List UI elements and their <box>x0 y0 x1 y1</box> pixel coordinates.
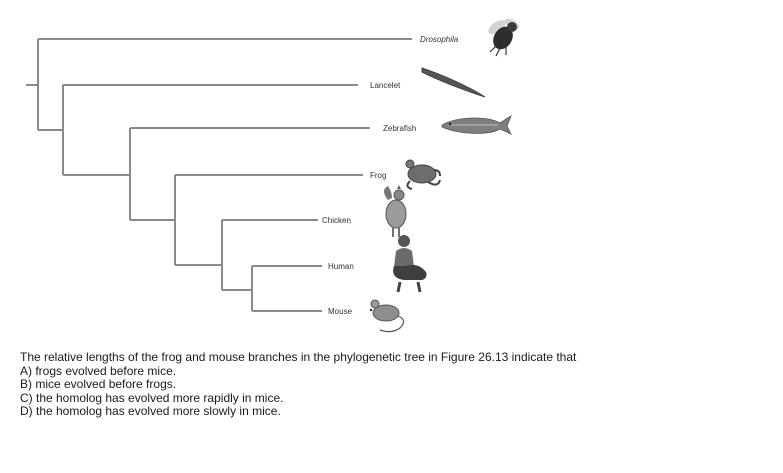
fish-icon <box>441 114 512 135</box>
question-block: The relative lengths of the frog and mou… <box>20 350 770 419</box>
chicken-icon <box>384 185 407 237</box>
fly-icon <box>488 18 520 57</box>
taxon-label-lancelet: Lancelet <box>370 81 401 90</box>
lancelet-icon <box>421 67 486 98</box>
phylogenetic-tree: Drosophila Lancelet Zebrafish Frog Chick… <box>26 18 520 333</box>
taxon-label-drosophila: Drosophila <box>420 35 459 44</box>
answer-option-d[interactable]: D) the homolog has evolved more slowly i… <box>20 404 281 418</box>
taxon-label-zebrafish: Zebrafish <box>383 124 416 133</box>
taxon-label-mouse: Mouse <box>328 307 353 316</box>
tree-branches <box>26 38 412 312</box>
question-stem: The relative lengths of the frog and mou… <box>20 350 577 364</box>
taxon-label-frog: Frog <box>370 171 386 180</box>
mouse-icon <box>369 299 405 333</box>
answer-option-a[interactable]: A) frogs evolved before mice. <box>20 363 177 378</box>
taxon-label-human: Human <box>328 262 354 271</box>
frog-icon <box>405 159 441 190</box>
answer-option-b[interactable]: B) mice evolved before frogs. <box>20 377 177 391</box>
taxon-label-chicken: Chicken <box>322 216 351 225</box>
human-icon <box>393 235 427 293</box>
answer-option-c[interactable]: C) the homolog has evolved more rapidly … <box>20 390 284 405</box>
